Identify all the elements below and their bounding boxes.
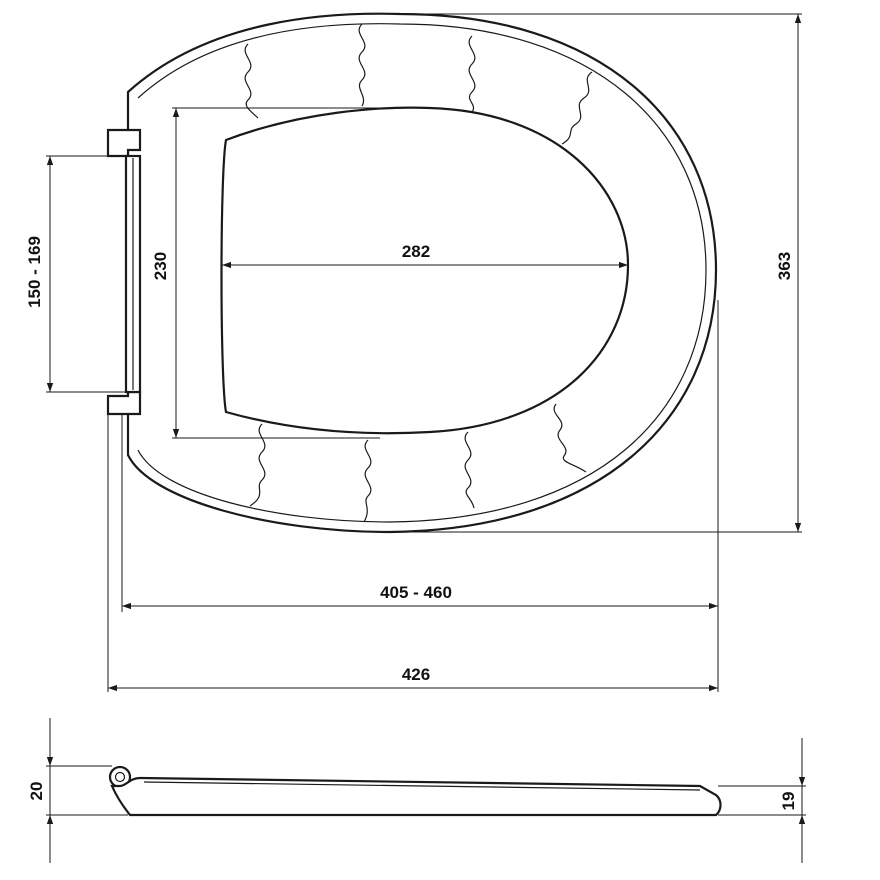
dim-opening-length-label: 230 [151,252,170,280]
dim-seat-width-total: 363 [390,13,802,533]
side-view: 20 19 [27,718,806,863]
dim-seat-length-total: 426 [107,414,718,692]
dim-height-at-front: 19 [718,738,806,863]
top-view: 282 230 150 - 169 363 405 - [25,12,802,692]
dim-height-at-hinge-label: 20 [27,782,46,801]
seat-rim-line [137,23,707,523]
dim-seat-length-total-label: 426 [402,665,430,684]
dim-fixing-to-front-label: 405 - 460 [380,583,452,602]
seat-opening [220,106,630,435]
hinge-left-bottom [106,390,142,416]
dim-hinge-spacing-label: 150 - 169 [25,236,44,308]
dim-height-at-hinge: 20 [27,718,128,863]
dim-opening-width: 282 [222,242,628,269]
dim-hinge-spacing: 150 - 169 [25,155,126,393]
dim-fixing-to-front: 405 - 460 [121,300,719,692]
dim-seat-width-total-label: 363 [775,252,794,280]
side-seat-profile [110,776,722,817]
dim-height-at-front-label: 19 [779,792,798,811]
dim-opening-width-label: 282 [402,242,430,261]
dim-opening-length: 230 [151,107,380,439]
ribs-top [244,23,593,145]
